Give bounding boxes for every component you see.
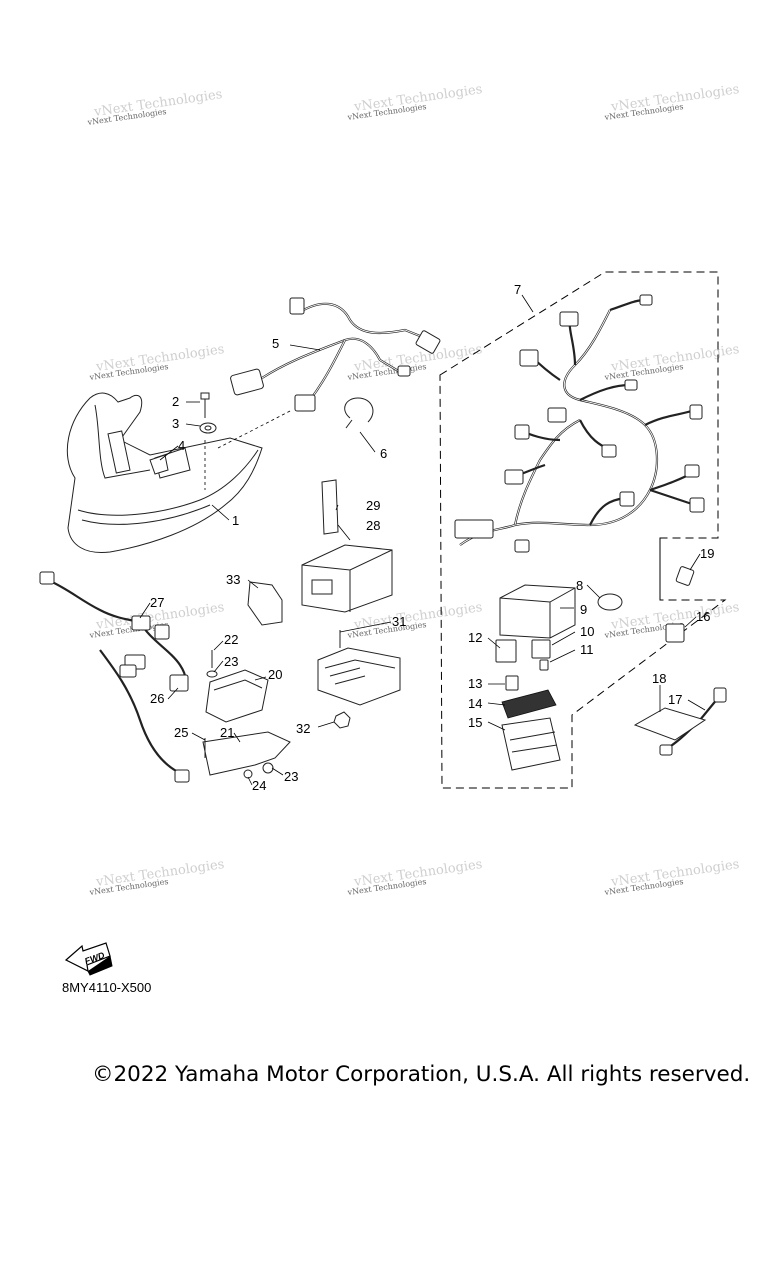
ecu-part-28 bbox=[301, 544, 393, 613]
fwd-arrow-icon: FWD bbox=[64, 942, 113, 976]
callout-23b: 23 bbox=[284, 769, 298, 784]
callout-14: 14 bbox=[468, 696, 482, 711]
sub-harness-part-5 bbox=[230, 297, 441, 412]
fuse-part-11 bbox=[539, 659, 549, 671]
callout-19: 19 bbox=[700, 546, 714, 561]
label-part-18 bbox=[633, 707, 707, 741]
callout-31: 31 bbox=[392, 614, 406, 629]
fuse-card-part-14 bbox=[501, 689, 557, 719]
headlight-assembly bbox=[66, 392, 263, 554]
bracket-part-4 bbox=[149, 454, 169, 475]
callout-15: 15 bbox=[468, 715, 482, 730]
callout-33: 33 bbox=[226, 572, 240, 587]
watermark: vNext Technologies vNext Technologies bbox=[346, 342, 483, 382]
clip-part-23 bbox=[262, 762, 274, 774]
bolt-part-2 bbox=[200, 392, 210, 418]
callout-4: 4 bbox=[178, 438, 185, 453]
callout-12: 12 bbox=[468, 630, 482, 645]
callout-26: 26 bbox=[150, 691, 164, 706]
watermark: vNext Technologies vNext Technologies bbox=[346, 600, 483, 640]
leader-lines bbox=[139, 294, 706, 786]
fuse-block-part-15 bbox=[501, 717, 561, 771]
harness-part-27 bbox=[39, 571, 190, 783]
unit-part-20 bbox=[205, 669, 269, 723]
install-line bbox=[217, 409, 293, 449]
nut-part-24 bbox=[243, 769, 253, 779]
clip-part-6 bbox=[344, 397, 374, 429]
relay-box-part-9 bbox=[499, 584, 576, 639]
connector-part-26 bbox=[119, 654, 189, 692]
callout-20: 20 bbox=[268, 667, 282, 682]
callout-22: 22 bbox=[224, 632, 238, 647]
callout-5: 5 bbox=[272, 336, 279, 351]
callout-16: 16 bbox=[696, 609, 710, 624]
watermark: vNext Technologies vNext Technologies bbox=[346, 857, 483, 897]
cap-part-8 bbox=[597, 593, 623, 611]
nut-part-23 bbox=[206, 670, 218, 678]
callout-13: 13 bbox=[468, 676, 482, 691]
watermark: vNext Technologies vNext Technologies bbox=[603, 342, 740, 382]
relay-part-12 bbox=[495, 639, 517, 663]
watermark: vNext Technologies vNext Technologies bbox=[603, 82, 740, 122]
watermark: vNext Technologies vNext Technologies bbox=[603, 857, 740, 897]
bracket-part-21 bbox=[202, 731, 291, 776]
diagram-code: 8MY4110-X500 bbox=[62, 980, 152, 995]
callout-29: 29 bbox=[366, 498, 380, 513]
callout-18: 18 bbox=[652, 671, 666, 686]
watermark: vNext Technologies vNext Technologies bbox=[346, 82, 483, 122]
callout-2: 2 bbox=[172, 394, 179, 409]
assembly-group-outline bbox=[439, 271, 727, 789]
watermark: vNext Technologies vNext Technologies bbox=[88, 857, 225, 897]
callout-11: 11 bbox=[580, 642, 594, 657]
callout-9: 9 bbox=[580, 602, 587, 617]
callout-3: 3 bbox=[172, 416, 179, 431]
relay-part-10 bbox=[531, 639, 551, 659]
nut-part-32 bbox=[333, 711, 351, 729]
callout-17: 17 bbox=[668, 692, 682, 707]
callout-24: 24 bbox=[252, 778, 266, 793]
callout-28: 28 bbox=[366, 518, 380, 533]
callout-7: 7 bbox=[514, 282, 521, 297]
watermark: vNext Technologies vNext Technologies bbox=[86, 87, 223, 127]
copyright-notice: ©2022 Yamaha Motor Corporation, U.S.A. A… bbox=[92, 1062, 751, 1087]
connector-part-19 bbox=[675, 566, 695, 586]
connector-part-33 bbox=[247, 581, 283, 626]
callout-32: 32 bbox=[296, 721, 310, 736]
nut-part-3 bbox=[199, 422, 217, 434]
watermark: vNext Technologies vNext Technologies bbox=[88, 342, 225, 382]
main-harness-part-7 bbox=[454, 294, 705, 553]
strap-part-29 bbox=[321, 479, 339, 535]
callout-25: 25 bbox=[174, 725, 188, 740]
callout-labels: 1 2 3 4 5 6 7 8 9 10 11 12 13 14 15 16 1… bbox=[150, 282, 714, 793]
connector-part-16 bbox=[665, 623, 685, 643]
callout-10: 10 bbox=[580, 624, 594, 639]
callout-6: 6 bbox=[380, 446, 387, 461]
callout-27: 27 bbox=[150, 595, 164, 610]
regulator-part-31 bbox=[317, 647, 401, 706]
callout-21: 21 bbox=[220, 725, 234, 740]
callout-23a: 23 bbox=[224, 654, 238, 669]
callout-1: 1 bbox=[232, 513, 239, 528]
callout-8: 8 bbox=[576, 578, 583, 593]
relay-part-13 bbox=[505, 675, 519, 691]
